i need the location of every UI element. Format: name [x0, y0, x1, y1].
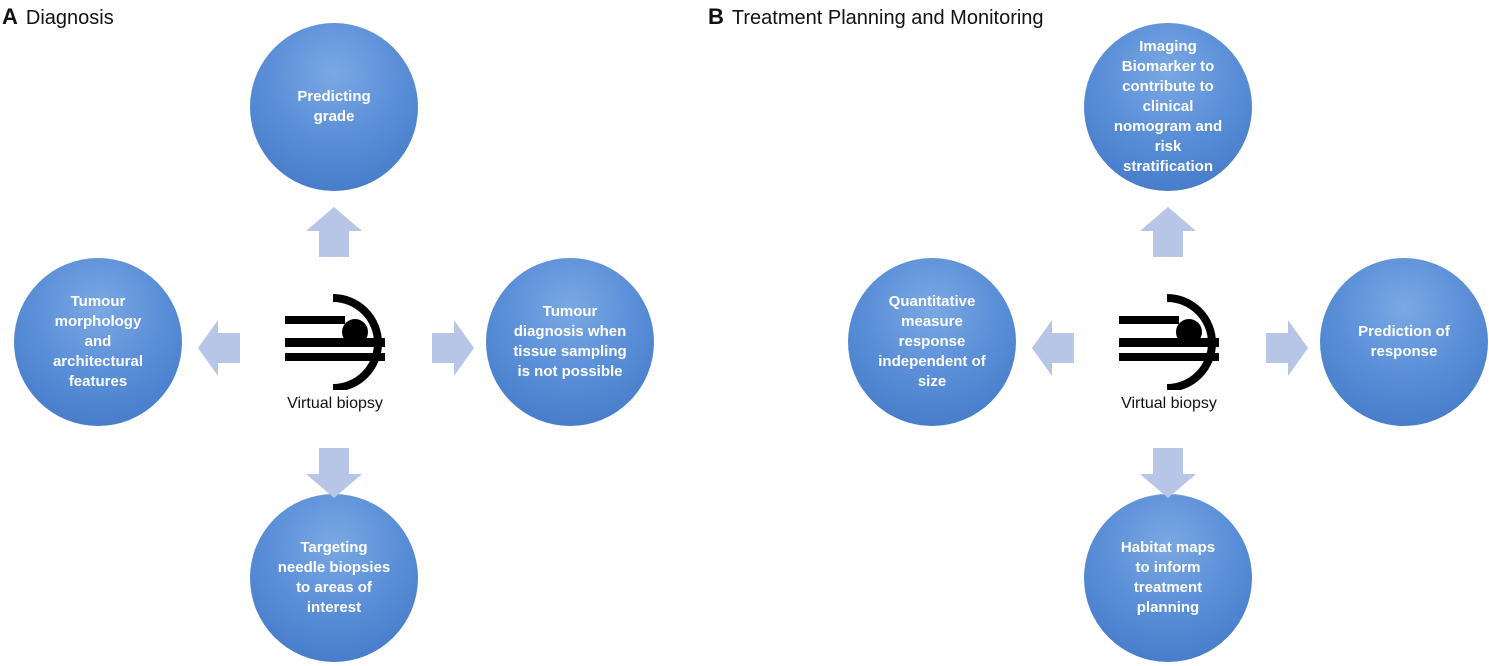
arrow-down-icon	[1140, 448, 1196, 498]
arrow-down-icon	[306, 448, 362, 498]
panel-title: A Diagnosis	[2, 4, 114, 30]
node-top: Imaging Biomarker to contribute to clini…	[1084, 23, 1252, 191]
panel-letter: B	[708, 4, 724, 29]
arrow-right-icon	[432, 320, 474, 376]
node-bottom-text: Targeting needle biopsies to areas of in…	[277, 539, 391, 616]
node-bottom: Habitat maps to inform treatment plannin…	[1084, 494, 1252, 662]
node-top: Predicting grade	[250, 23, 418, 191]
arrow-right-icon	[1266, 320, 1308, 376]
node-top-text: Predicting grade	[297, 88, 371, 125]
arrow-up-icon	[1140, 207, 1196, 257]
center-label: Virtual biopsy	[287, 395, 383, 412]
center-virtual-biopsy: Virtual biopsy	[270, 290, 400, 413]
panel-title-text: Diagnosis	[25, 7, 114, 29]
panel-treatment-planning: B Treatment Planning and Monitoring Imagi…	[708, 0, 1489, 666]
node-bottom-text: Habitat maps to inform treatment plannin…	[1120, 539, 1216, 616]
arrow-up-icon	[306, 207, 362, 257]
node-bottom: Targeting needle biopsies to areas of in…	[250, 494, 418, 662]
node-left-text: Quantitative measure response independen…	[878, 293, 986, 390]
node-left: Quantitative measure response independen…	[848, 258, 1016, 426]
mri-scanner-icon	[285, 294, 385, 392]
arrow-left-icon	[1032, 320, 1074, 376]
panel-diagnosis: A Diagnosis Predicting grade Tumour morph…	[2, 4, 654, 662]
node-right: Tumour diagnosis when tissue sampling is…	[486, 258, 654, 426]
node-left: Tumour morphology and architectural feat…	[14, 258, 182, 426]
arrow-left-icon	[198, 320, 240, 376]
node-right-text: Tumour diagnosis when tissue sampling is…	[513, 303, 627, 380]
mri-scanner-icon	[1119, 294, 1219, 392]
panel-title-text: Treatment Planning and Monitoring	[731, 7, 1044, 29]
node-top-text: Imaging Biomarker to contribute to clini…	[1113, 38, 1223, 175]
center-label: Virtual biopsy	[1121, 395, 1217, 412]
node-left-text: Tumour morphology and architectural feat…	[52, 293, 144, 390]
panel-title: B Treatment Planning and Monitoring	[708, 4, 1044, 30]
panel-letter: A	[2, 4, 18, 29]
center-virtual-biopsy: Virtual biopsy	[1104, 290, 1234, 413]
node-right-text: Prediction of response	[1358, 323, 1450, 360]
node-right: Prediction of response	[1320, 258, 1488, 426]
